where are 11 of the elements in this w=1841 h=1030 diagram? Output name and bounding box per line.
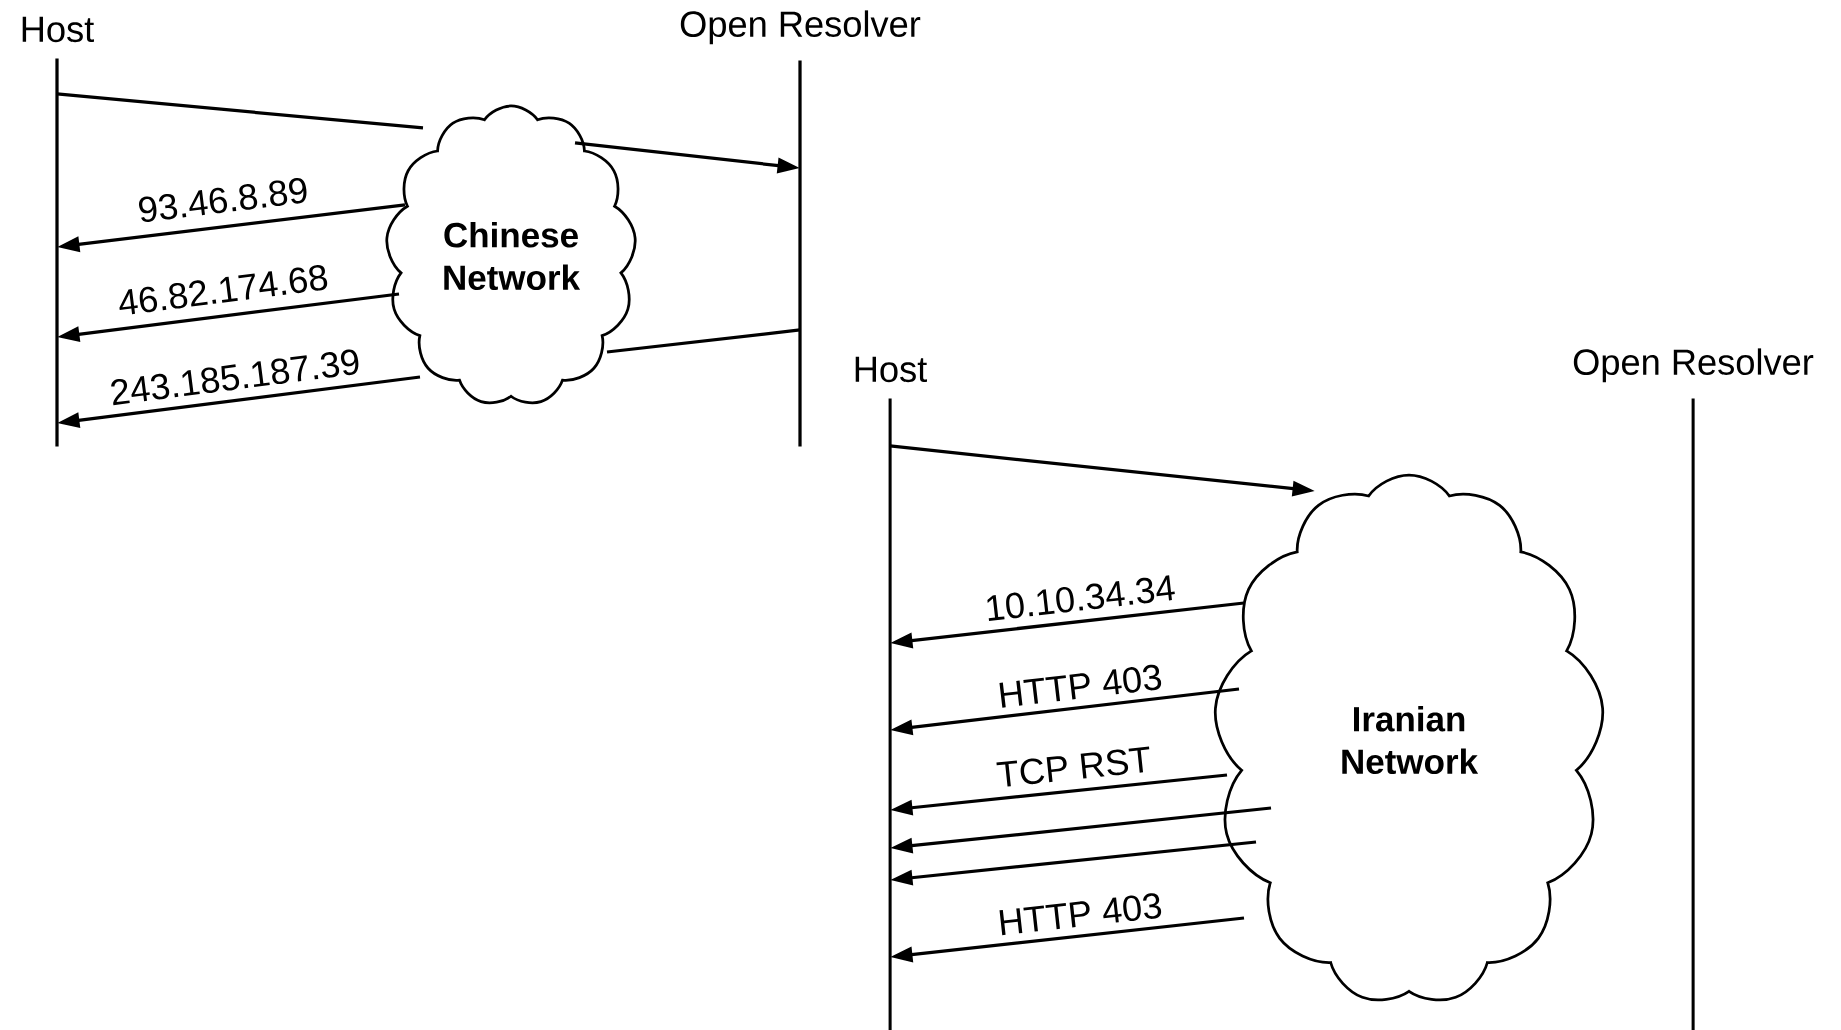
lifeline: Host bbox=[22, 16, 94, 447]
edge-label: HTTP 403 bbox=[999, 664, 1162, 708]
cloud: Chinese Network bbox=[385, 104, 637, 405]
edge-label: 243.185.187.39 bbox=[111, 349, 359, 406]
edge-label: TCP RST bbox=[996, 746, 1150, 787]
cloud: Iranian Network bbox=[1213, 473, 1605, 1002]
edge-label: 93.46.8.89 bbox=[139, 177, 307, 223]
edge-label: 46.82.174.68 bbox=[119, 265, 328, 315]
edge-label: 10.10.34.34 bbox=[987, 575, 1175, 621]
edge-label: HTTP 403 bbox=[999, 893, 1162, 936]
lifeline: Host bbox=[855, 356, 927, 1030]
